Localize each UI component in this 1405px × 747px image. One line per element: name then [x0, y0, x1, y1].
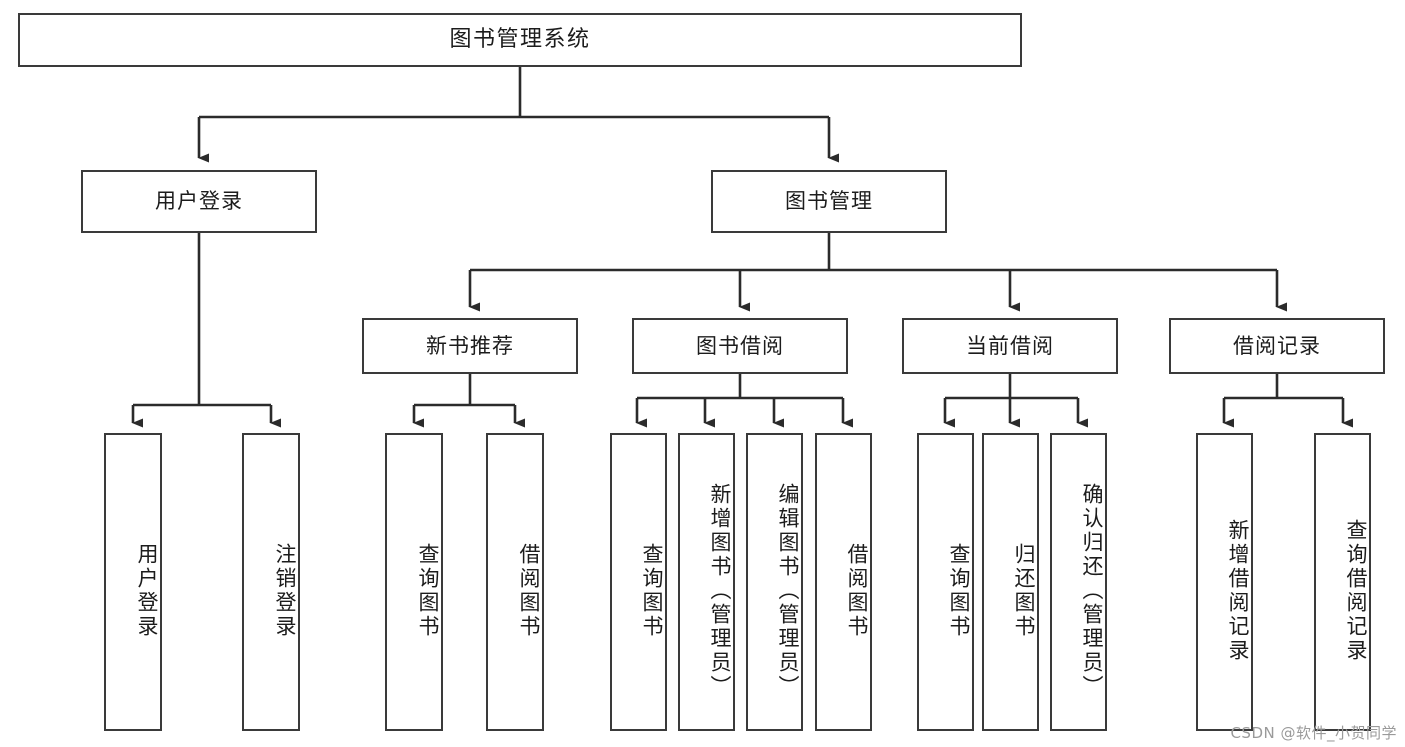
leaf-label: 借阅图书: [845, 543, 869, 639]
leaf-user-login-signout[interactable]: 注销登录: [242, 433, 300, 731]
node-book-borrowing[interactable]: 图书借阅: [632, 318, 848, 374]
leaf-label: 归还图书: [1012, 543, 1036, 639]
leaf-book-borrow-edit-book-admin[interactable]: 编辑图书（管理员）: [746, 433, 803, 731]
node-borrow-records[interactable]: 借阅记录: [1169, 318, 1385, 374]
leaf-label: 编辑图书（管理员）: [776, 483, 800, 699]
leaf-label: 确认归还（管理员）: [1080, 483, 1104, 699]
node-root-book-management-system[interactable]: 图书管理系统: [18, 13, 1022, 67]
leaf-label: 查询借阅记录: [1344, 519, 1368, 663]
leaf-book-borrow-query-books[interactable]: 查询图书: [610, 433, 667, 731]
leaf-label: 新增借阅记录: [1226, 519, 1250, 663]
leaf-new-book-borrow-books[interactable]: 借阅图书: [486, 433, 544, 731]
leaf-label: 查询图书: [640, 543, 664, 639]
leaf-label: 新增图书（管理员）: [708, 483, 732, 699]
csdn-watermark: CSDN @软件_小贺同学: [1230, 724, 1397, 742]
leaf-borrow-record-add-record[interactable]: 新增借阅记录: [1196, 433, 1253, 731]
leaf-label: 用户登录: [135, 543, 159, 639]
leaf-label: 借阅图书: [517, 543, 541, 639]
leaf-label: 注销登录: [273, 543, 297, 639]
node-new-book-recommendation[interactable]: 新书推荐: [362, 318, 578, 374]
node-user-login[interactable]: 用户登录: [81, 170, 317, 233]
leaf-label: 查询图书: [947, 543, 971, 639]
node-book-management[interactable]: 图书管理: [711, 170, 947, 233]
leaf-user-login-signin[interactable]: 用户登录: [104, 433, 162, 731]
leaf-current-borrow-return-books[interactable]: 归还图书: [982, 433, 1039, 731]
leaf-current-borrow-query-books[interactable]: 查询图书: [917, 433, 974, 731]
leaf-book-borrow-borrow-books[interactable]: 借阅图书: [815, 433, 872, 731]
leaf-current-borrow-confirm-return-admin[interactable]: 确认归还（管理员）: [1050, 433, 1107, 731]
leaf-borrow-record-query-record[interactable]: 查询借阅记录: [1314, 433, 1371, 731]
leaf-book-borrow-add-book-admin[interactable]: 新增图书（管理员）: [678, 433, 735, 731]
leaf-label: 查询图书: [416, 543, 440, 639]
leaf-new-book-query-books[interactable]: 查询图书: [385, 433, 443, 731]
node-current-borrowing[interactable]: 当前借阅: [902, 318, 1118, 374]
